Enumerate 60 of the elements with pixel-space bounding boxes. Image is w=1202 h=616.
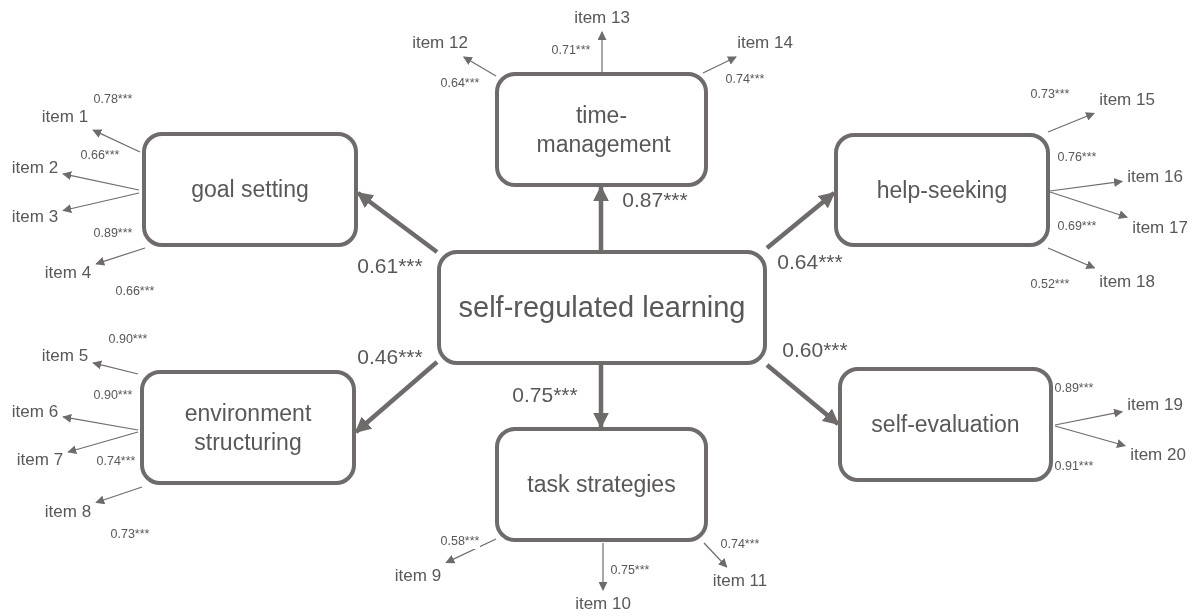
factor-label: self-evaluation (871, 410, 1020, 439)
arrow (1049, 191, 1128, 219)
factor-label: task strategies (527, 470, 676, 499)
arrow (92, 360, 139, 375)
item-label: item 13 (572, 7, 632, 29)
item-label: item 3 (9, 206, 61, 228)
edge-label: 0.58*** (439, 535, 481, 549)
arrow (703, 542, 728, 568)
item-label: item 10 (573, 593, 633, 615)
factor-box (142, 132, 358, 247)
arrow (1054, 408, 1123, 426)
arrow (62, 171, 140, 191)
arrow (765, 191, 836, 250)
arrow (598, 542, 608, 591)
item-label: item 20 (1128, 444, 1188, 466)
item-label: item 7 (14, 449, 66, 471)
factor-box (495, 427, 708, 542)
arrow (463, 56, 497, 77)
factor-label: help-seeking (876, 175, 1008, 205)
construct-box (437, 250, 767, 365)
item-label: item 15 (1097, 89, 1157, 111)
factor-box (495, 72, 708, 187)
arrow (597, 31, 607, 73)
item-label: item 17 (1130, 217, 1190, 239)
item-label: item 1 (39, 106, 91, 128)
arrow (356, 191, 439, 254)
arrow (593, 185, 609, 250)
arrow (95, 247, 146, 266)
arrow (593, 365, 609, 429)
item-label: item 5 (39, 345, 91, 367)
item-label: item 11 (710, 570, 770, 592)
item-label: item 19 (1125, 394, 1185, 416)
item-label: item 18 (1097, 271, 1157, 293)
item-label: item 9 (392, 565, 444, 587)
item-label: item 2 (9, 157, 61, 179)
arrow (354, 360, 439, 434)
arrow (702, 56, 737, 74)
factor-label: goal setting (191, 175, 309, 204)
item-label: item 16 (1125, 166, 1185, 188)
arrow (1049, 178, 1123, 192)
arrow (95, 486, 143, 505)
item-label: item 14 (735, 32, 795, 54)
item-label: item 6 (9, 401, 61, 423)
arrow (92, 129, 141, 153)
arrow (62, 192, 140, 214)
item-label: item 8 (42, 501, 94, 523)
factor-box (140, 370, 356, 485)
arrow (445, 538, 497, 564)
arrow (1054, 425, 1126, 448)
factor-box (834, 133, 1050, 247)
factor-label: environment structuring (183, 398, 313, 457)
arrow (62, 413, 139, 431)
arrow (1047, 247, 1096, 269)
construct-label: self-regulated learning (458, 290, 746, 326)
arrow (765, 363, 840, 426)
item-label: item 12 (410, 32, 470, 54)
arrow (1047, 112, 1095, 133)
factor-box (838, 367, 1053, 482)
arrow (67, 431, 139, 455)
item-label: item 4 (42, 262, 94, 284)
